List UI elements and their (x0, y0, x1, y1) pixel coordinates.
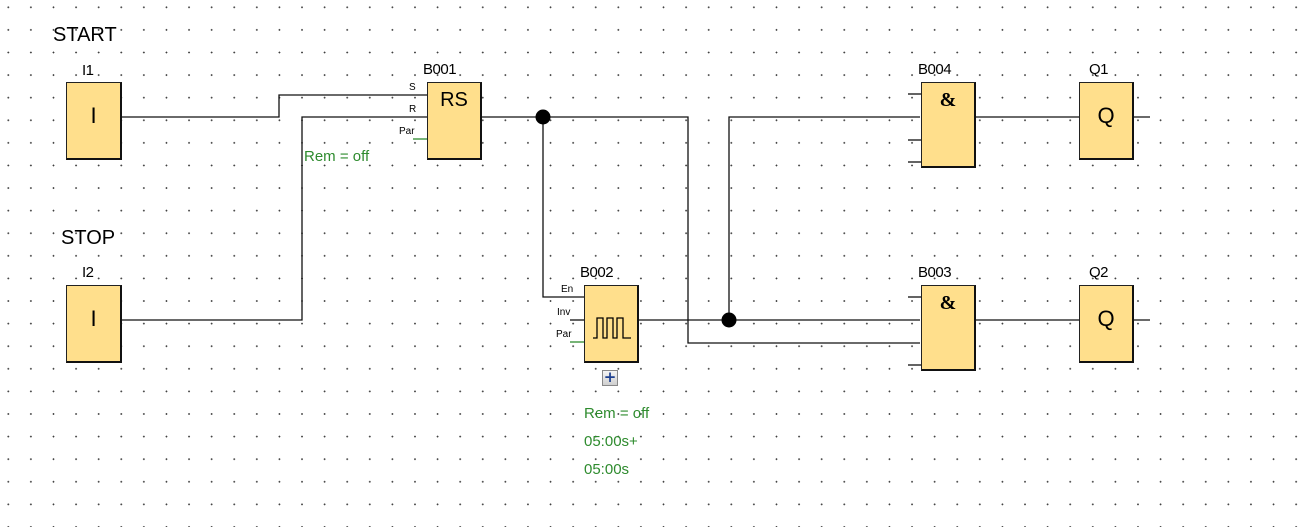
output-symbol: Q (1097, 103, 1115, 128)
block-b003-and[interactable]: & (921, 285, 976, 371)
block-name-b002: B002 (580, 264, 614, 281)
and-symbol: & (939, 89, 957, 111)
input-symbol: I (90, 103, 97, 128)
block-name-i2: I2 (82, 264, 94, 281)
param-b002-time-high[interactable]: 05:00s+ (584, 433, 638, 450)
pin-label-par: Par (399, 126, 415, 137)
and-symbol: & (939, 292, 957, 314)
expand-button[interactable]: + (602, 368, 618, 386)
block-b004-and[interactable]: & (921, 82, 976, 168)
pin-label-s: S (409, 82, 416, 93)
output-symbol: Q (1097, 306, 1115, 331)
pin-label-par: Par (556, 329, 572, 340)
wire-i1-to-b001-s[interactable] (121, 94, 428, 118)
block-i2-input[interactable]: I (66, 285, 122, 363)
block-i1-input[interactable]: I (66, 82, 122, 160)
param-b001-rem[interactable]: Rem = off (304, 148, 370, 165)
junction-dot (535, 109, 551, 125)
junction-dot (721, 312, 737, 328)
pulse-wave-icon (593, 317, 631, 339)
label-stop: STOP (61, 227, 116, 249)
block-name-q1: Q1 (1089, 61, 1109, 78)
block-q1-output[interactable]: Q (1079, 82, 1134, 160)
block-b001-rs-latch[interactable]: RS (427, 82, 482, 160)
rs-symbol: RS (440, 89, 468, 111)
block-name-q2: Q2 (1089, 264, 1109, 281)
param-b002-rem[interactable]: Rem = off (584, 405, 650, 422)
block-q2-output[interactable]: Q (1079, 285, 1134, 363)
label-start: START (53, 24, 117, 46)
block-b002-pulse-generator[interactable] (584, 285, 639, 363)
wire-b001-q-to-b002-en[interactable] (542, 117, 585, 298)
block-name-i1: I1 (82, 62, 94, 79)
wire-i2-to-b001-r[interactable] (121, 116, 428, 321)
wire-b002-q-to-b004-in2[interactable] (728, 116, 920, 320)
block-name-b003: B003 (918, 264, 952, 281)
block-name-b004: B004 (918, 61, 952, 78)
param-b002-time-low[interactable]: 05:00s (584, 461, 630, 478)
pin-label-inv: Inv (557, 307, 571, 318)
block-name-b001: B001 (423, 61, 457, 78)
pin-label-en: En (561, 284, 574, 295)
input-symbol: I (90, 306, 97, 331)
wire-b001-q-to-b003-in3[interactable] (481, 116, 920, 344)
pin-label-r: R (409, 104, 417, 115)
